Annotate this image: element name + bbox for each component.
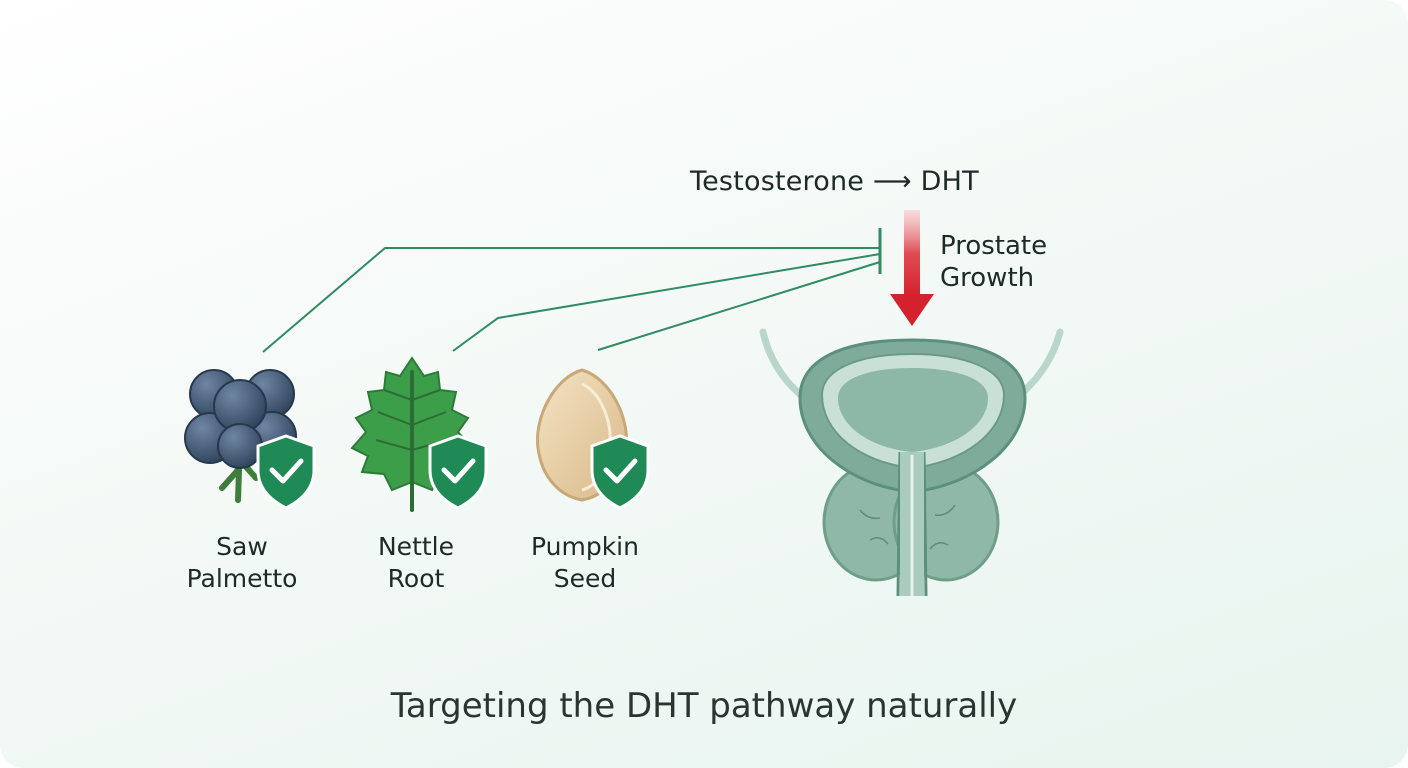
shield-check-icon (428, 434, 488, 510)
growth-line-2: Growth (940, 263, 1035, 293)
herb-label-line-1: Pumpkin (531, 532, 639, 561)
inhibit-line-saw-palmetto (262, 247, 880, 353)
herb-label-line-1: Saw (216, 532, 268, 561)
shield-check-icon (590, 434, 650, 510)
herb-label-line-2: Seed (553, 564, 617, 593)
inhibit-line-pumpkin-seed (597, 261, 881, 351)
shield-check-icon (256, 434, 316, 510)
prostate-growth-label: Prostate Growth (940, 230, 1047, 294)
growth-arrow (890, 210, 934, 326)
herb-label-saw-palmetto: Saw Palmetto (142, 531, 342, 595)
herb-label-line-2: Root (387, 564, 445, 593)
pathway-target: DHT (920, 166, 979, 197)
pathway-source: Testosterone (690, 166, 865, 197)
herb-label-line-1: Nettle (377, 532, 454, 561)
inhibit-line-nettle-root (452, 253, 881, 352)
herb-label-line-2: Palmetto (186, 564, 298, 593)
herb-label-pumpkin-seed: Pumpkin Seed (485, 531, 685, 595)
prostate-illustration (759, 328, 1064, 597)
herb-label-nettle-root: Nettle Root (316, 531, 516, 595)
inhibition-lines (262, 228, 882, 353)
pathway-arrow: ⟶ (872, 166, 912, 197)
caption: Targeting the DHT pathway naturally (390, 686, 1018, 726)
growth-line-1: Prostate (940, 231, 1048, 261)
pathway-label: Testosterone ⟶ DHT (690, 166, 979, 197)
